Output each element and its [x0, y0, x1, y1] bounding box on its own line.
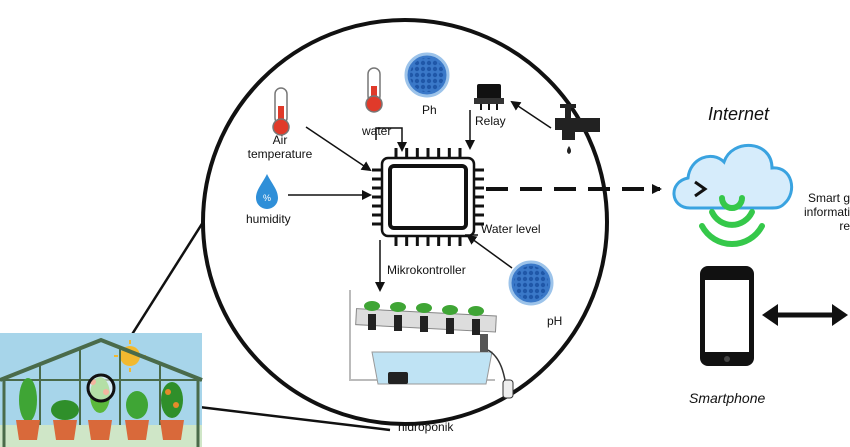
arrow-air-temperature [305, 126, 372, 172]
water-drop-icon: % [256, 174, 278, 209]
smartphone-icon [700, 266, 754, 366]
ph-top-label: Ph [422, 103, 437, 117]
wifi-signal-icon [699, 195, 765, 247]
cloud-text: Smart g informati re [803, 191, 850, 233]
microcontroller-chip-icon [372, 148, 484, 246]
cloud-icon [672, 144, 794, 210]
ph-bottom-label: pH [547, 314, 563, 328]
relay-label: Relay [475, 114, 506, 128]
humidity-symbol: % [263, 193, 271, 203]
arrow-water [375, 127, 407, 152]
mikrokontroller-label: Mikrokontroller [387, 263, 466, 277]
faucet-icon [555, 104, 600, 154]
internet-label: Internet [708, 104, 770, 124]
arrow-faucet [510, 100, 552, 129]
humidity-label: humidity [246, 212, 291, 226]
thermometer-icon [272, 87, 290, 136]
ph-sensor-icon [404, 52, 450, 98]
relay-icon [474, 84, 504, 110]
air-temperature-label: Air temperature [247, 133, 313, 161]
arrow-ph [466, 234, 513, 269]
greenhouse-icon [0, 333, 203, 447]
double-arrow-icon [762, 304, 848, 326]
water-label: water [362, 124, 392, 138]
hidroponik-label: hidroponik [398, 420, 454, 434]
hydroponic-system-icon [349, 290, 514, 399]
thermometer-icon [365, 67, 383, 113]
water-level-label: Water level [481, 222, 541, 236]
ph-sensor-icon [508, 260, 554, 306]
smartphone-label: Smartphone [689, 390, 766, 406]
